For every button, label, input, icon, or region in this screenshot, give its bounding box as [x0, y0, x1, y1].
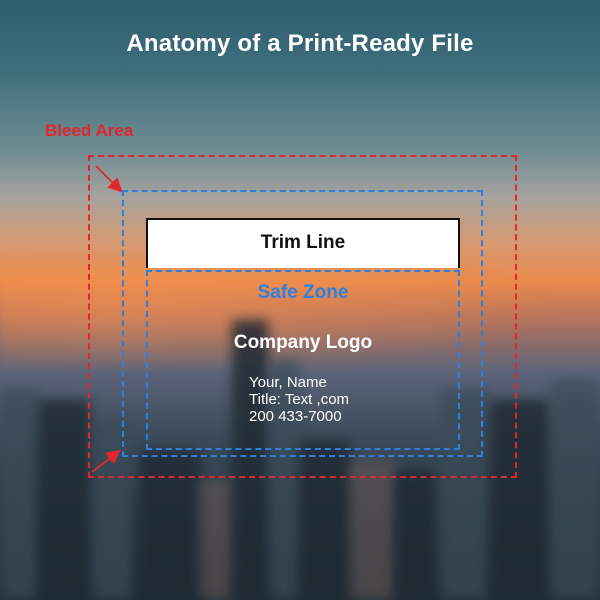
trim-line-underline	[146, 262, 460, 268]
building	[550, 380, 600, 600]
building	[140, 450, 200, 600]
top-bleed-arrow	[95, 165, 123, 193]
contact-name: Your, Name	[249, 374, 327, 391]
building	[350, 460, 395, 600]
company-logo-label: Company Logo	[233, 332, 373, 353]
bleed-area-label: Bleed Area	[45, 121, 134, 140]
page-title: Anatomy of a Print-Ready File	[126, 30, 474, 57]
building	[300, 440, 350, 600]
building	[490, 400, 550, 600]
contact-title: Title: Text ,com	[249, 391, 350, 408]
building	[270, 360, 300, 600]
safe-zone-label: Safe Zone	[257, 282, 349, 303]
building	[395, 470, 435, 600]
bottom-bleed-arrow	[91, 449, 121, 473]
building	[232, 320, 268, 600]
contact-phone: 200 433-7000	[249, 408, 342, 425]
bleed-area-boundary	[88, 155, 517, 478]
safe-zone-inner-boundary	[146, 270, 460, 450]
building	[200, 480, 235, 600]
trim-line-label: Trim Line	[260, 232, 346, 253]
building	[0, 390, 40, 600]
building	[38, 400, 90, 600]
sunset-glow	[0, 260, 600, 380]
safe-zone-outer-boundary	[122, 190, 483, 457]
